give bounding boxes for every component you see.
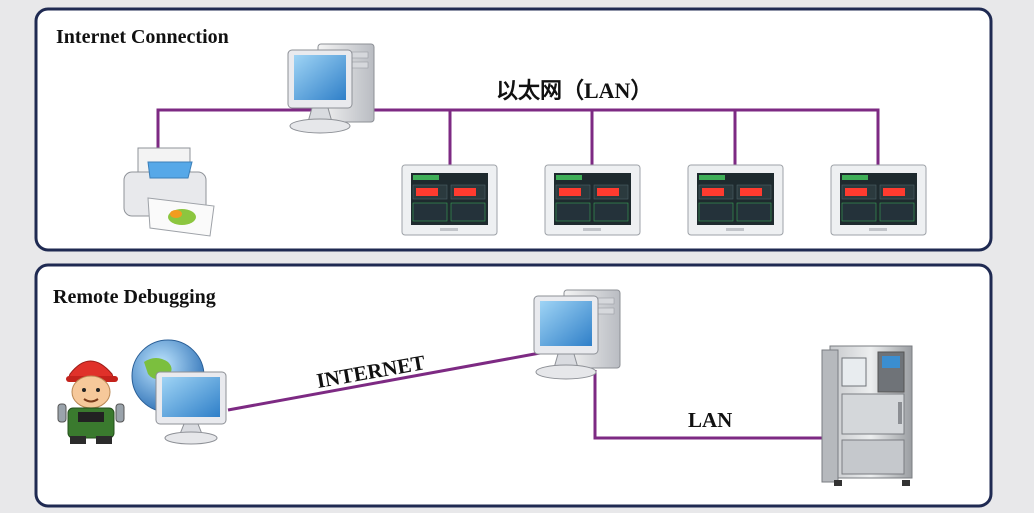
panel-title: Internet Connection xyxy=(56,26,229,48)
lan-label: LAN xyxy=(688,408,732,432)
ethernet-cable xyxy=(156,108,880,165)
internet-connection-panel: Internet Connection 以太网（LAN） xyxy=(34,7,993,252)
touchscreen-controller-icon xyxy=(687,164,784,236)
printer-icon xyxy=(123,147,215,237)
technician-icon xyxy=(57,360,125,444)
panel-title: Remote Debugging xyxy=(53,286,216,308)
lan-cable xyxy=(593,370,826,440)
ethernet-label: 以太网（LAN） xyxy=(496,78,652,103)
remote-debugging-panel: Remote Debugging INTERNET LAN xyxy=(34,263,993,508)
climate-chamber-icon xyxy=(821,345,913,486)
internet-cable xyxy=(227,351,541,412)
globe-monitor-icon xyxy=(131,339,227,445)
touchscreen-controller-icon xyxy=(401,164,498,236)
touchscreen-controller-icon xyxy=(544,164,641,236)
touchscreen-controller-icon xyxy=(830,164,927,236)
